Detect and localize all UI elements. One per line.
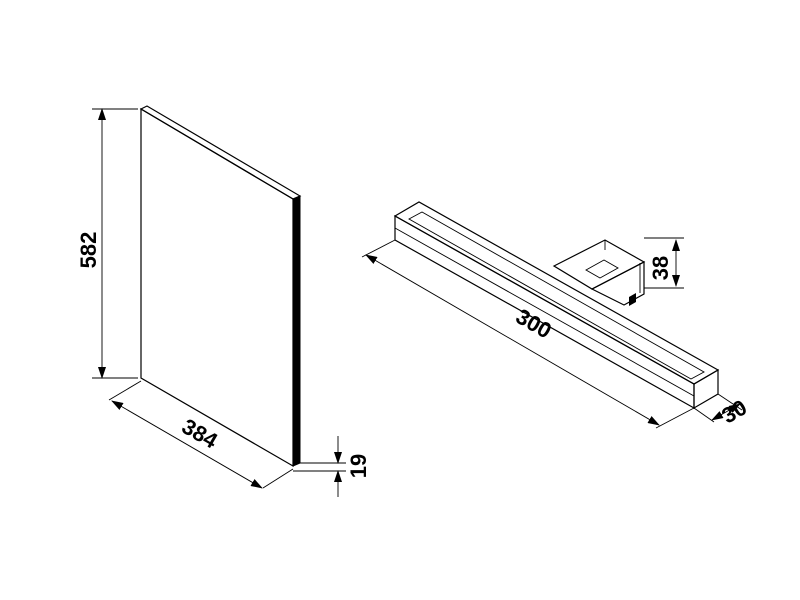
light-bar (393, 201, 720, 410)
mirror-panel (139, 105, 302, 468)
dimension-panel-height: 582 (76, 108, 138, 379)
wall-bracket (552, 239, 646, 306)
panel-top-edge (139, 105, 302, 200)
panel-width-label: 384 (178, 413, 223, 453)
light-strip (408, 211, 705, 380)
dimension-panel-width: 384 (108, 380, 294, 489)
panel-height-label: 582 (76, 232, 101, 269)
dimension-bracket-height: 38 (644, 237, 684, 289)
bracket-screw (629, 293, 636, 306)
bracket-height-label: 38 (648, 256, 673, 280)
panel-side-edge (292, 195, 301, 467)
light-bar-top-face (393, 201, 720, 385)
dimension-panel-thickness: 19 (293, 436, 371, 497)
dimension-light-depth: 30 (693, 393, 751, 429)
dimension-light-length: 300 (361, 239, 695, 429)
panel-front-face (140, 107, 294, 468)
light-depth-label: 30 (717, 395, 751, 429)
panel-thickness-label: 19 (346, 454, 371, 478)
